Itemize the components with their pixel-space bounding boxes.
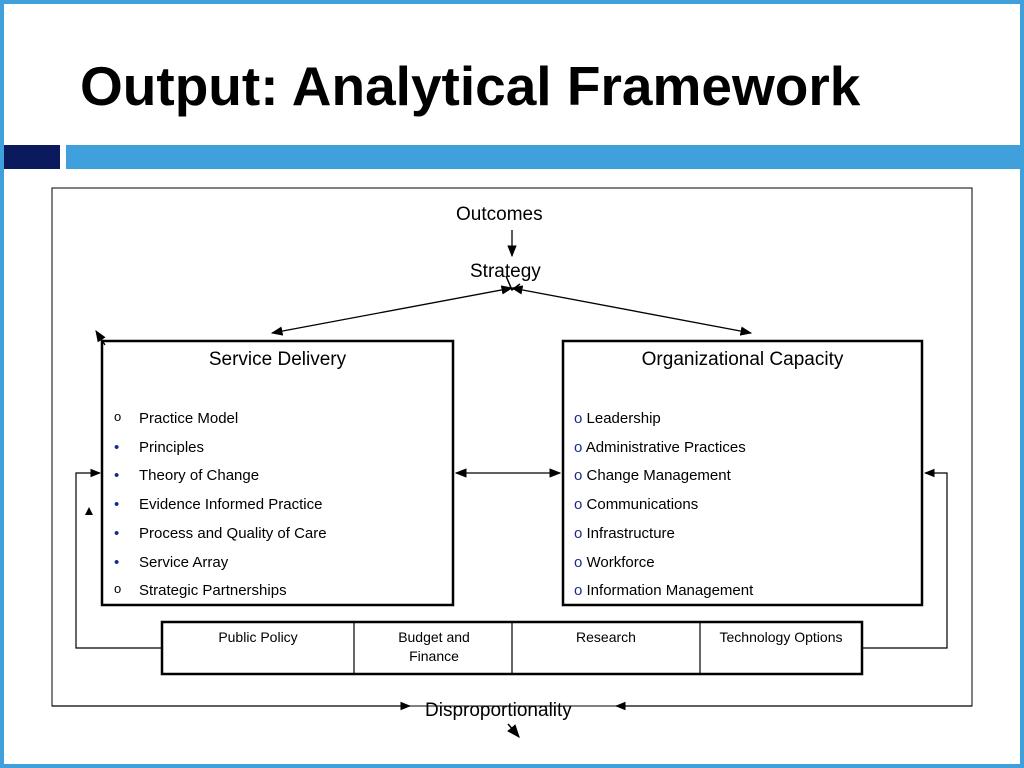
disproportionality-connector-mark — [507, 723, 520, 739]
list-item-marker: o — [574, 524, 587, 542]
list-item-marker: o — [574, 410, 587, 427]
list-item-text: Workforce — [586, 553, 655, 571]
outcomes-label: Outcomes — [456, 204, 543, 225]
list-item: o Change Management — [574, 467, 731, 485]
list-item-text: Change Management — [586, 467, 731, 485]
list-item: Practice Model — [139, 410, 239, 427]
list-item: Strategic Partnerships — [139, 582, 287, 600]
list-item-marker: o — [574, 496, 587, 514]
disproportionality-label: Disproportionality — [425, 700, 572, 721]
strategy-connector-mark — [505, 275, 521, 292]
strategy-label: Strategy — [470, 261, 541, 282]
list-item: o Communications — [574, 496, 698, 514]
list-item-marker: o — [114, 581, 122, 597]
corner-arrow-service-delivery — [95, 330, 106, 346]
list-item: o Leadership — [574, 410, 661, 428]
list-item-marker: • — [114, 496, 120, 514]
organizational-capacity-box — [561, 339, 924, 607]
list-item: Evidence Informed Practice — [139, 496, 323, 514]
list-item-marker: • — [114, 467, 120, 485]
list-item: o Information Management — [574, 582, 753, 600]
list-item-marker: o — [114, 409, 122, 424]
list-item: o Administrative Practices — [574, 439, 746, 457]
list-item-marker: o — [574, 438, 586, 456]
list-item-marker: • — [114, 438, 120, 456]
arrow-strategy-org-capacity — [510, 285, 753, 336]
list-item-marker: o — [574, 467, 587, 485]
list-item: Service Array — [139, 553, 229, 571]
slide-title: Output: Analytical Framework — [80, 55, 861, 117]
header-band-light — [66, 145, 1020, 169]
feedback-loop-right — [862, 468, 948, 649]
list-item-text: Leadership — [586, 410, 661, 427]
feedback-loop-left-tip — [85, 507, 93, 515]
list-item-text: Administrative Practices — [585, 438, 746, 456]
context-cell-budget-and-finance: Budget and Finance — [398, 629, 470, 664]
service-delivery-box — [100, 339, 455, 607]
list-item-marker: o — [574, 553, 587, 571]
list-item-text: Communications — [586, 496, 699, 514]
list-item: Principles — [139, 438, 205, 456]
context-cell-public-policy: Public Policy — [218, 629, 298, 645]
context-cell-technology-options: Technology Options — [719, 629, 843, 645]
header-band-dark — [4, 145, 60, 169]
list-item: Theory of Change — [139, 467, 260, 485]
organizational-capacity-title: Organizational Capacity — [641, 349, 844, 370]
list-item-marker: • — [114, 553, 120, 571]
list-item-marker: o — [574, 582, 587, 600]
list-item-text: Infrastructure — [586, 524, 675, 542]
list-item: o Infrastructure — [574, 525, 675, 543]
list-item: Process and Quality of Care — [139, 524, 327, 542]
feedback-loop-left — [75, 468, 162, 649]
context-cell-research: Research — [576, 629, 636, 645]
service-delivery-title: Service Delivery — [208, 349, 347, 370]
list-item-marker: • — [114, 524, 120, 542]
diagram-outer-frame — [51, 187, 973, 707]
list-item-text: Information Management — [586, 582, 754, 600]
arrow-strategy-service-delivery — [270, 285, 514, 336]
list-item: o Workforce — [574, 554, 655, 572]
